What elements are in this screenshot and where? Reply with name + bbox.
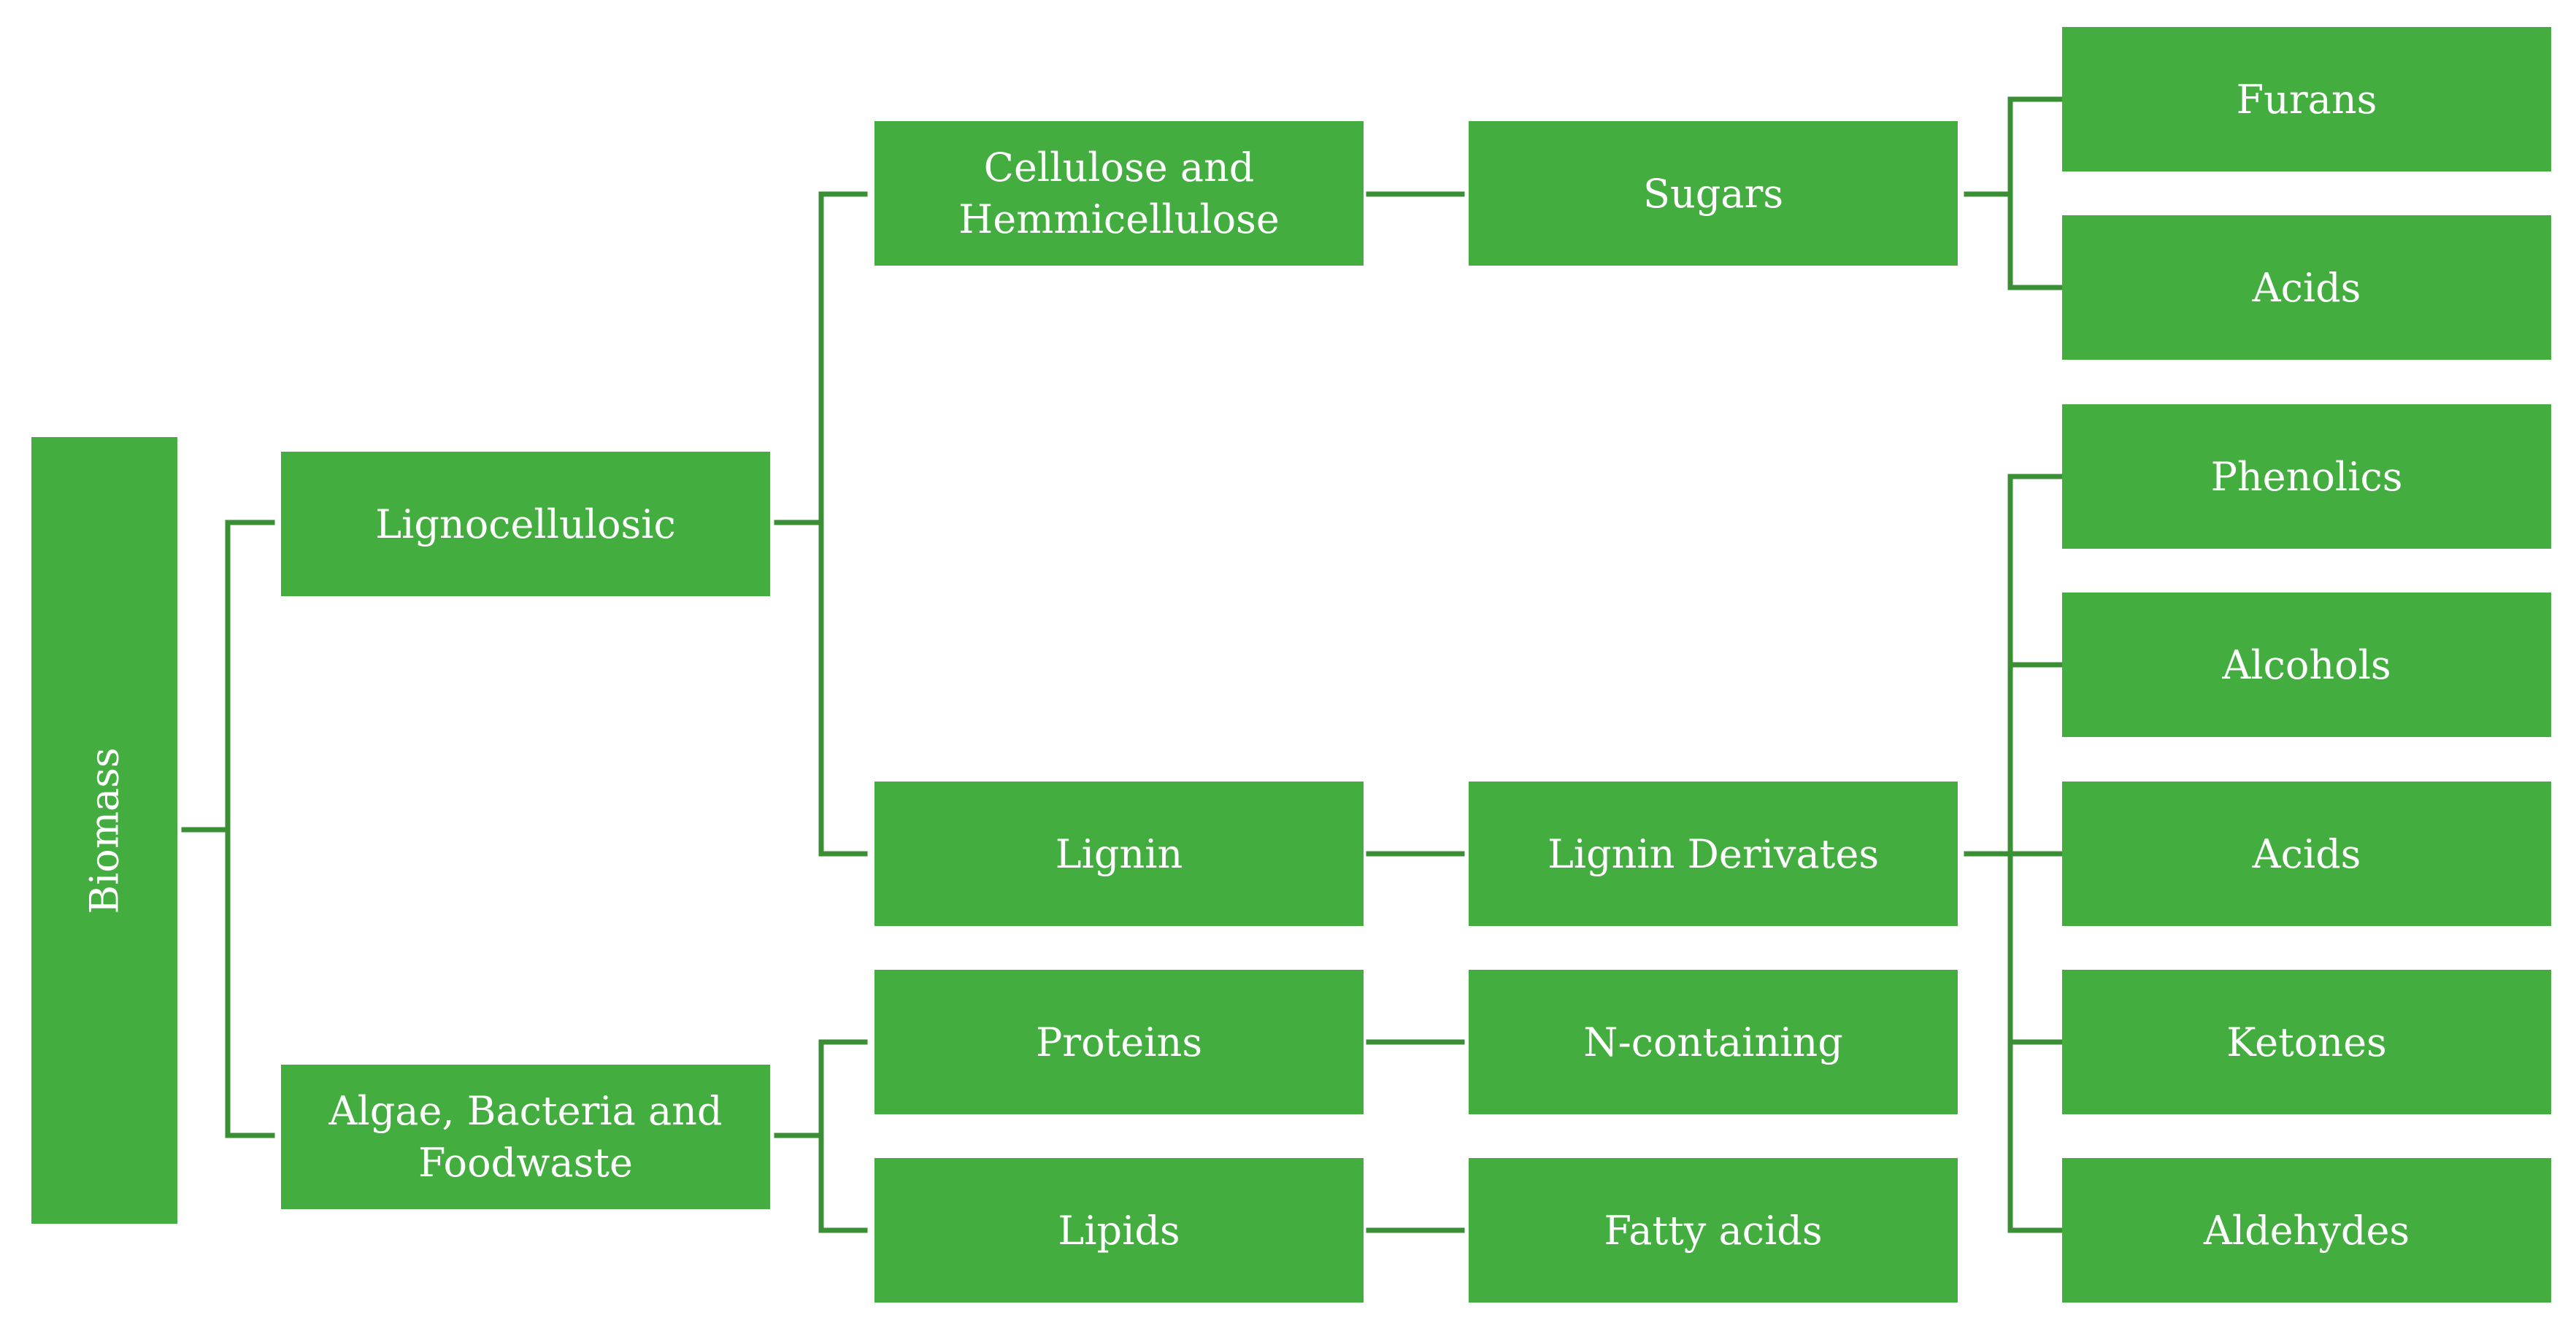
node-furans: Furans bbox=[2062, 27, 2551, 171]
node-sugars-label: Sugars bbox=[1642, 170, 1784, 217]
node-cellulose-hemmicellulose: Cellulose and Hemmicellulose bbox=[874, 121, 1364, 266]
node-phenolics-label: Phenolics bbox=[2210, 453, 2403, 500]
node-alcohols-label: Alcohols bbox=[2222, 641, 2391, 688]
node-n-containing-label: N-containing bbox=[1583, 1019, 1843, 1065]
node-phenolics: Phenolics bbox=[2062, 404, 2551, 549]
node-acids-lignin: Acids bbox=[2062, 782, 2551, 926]
node-cellulose-label: Cellulose and Hemmicellulose bbox=[958, 144, 1280, 242]
node-lignocellulosic-label: Lignocellulosic bbox=[375, 501, 676, 547]
connector-algae bbox=[774, 1039, 868, 1233]
node-lignocellulosic: Lignocellulosic bbox=[281, 452, 770, 596]
node-alcohols: Alcohols bbox=[2062, 593, 2551, 737]
node-furans-label: Furans bbox=[2236, 76, 2377, 123]
node-lignin-derivates: Lignin Derivates bbox=[1469, 782, 1958, 926]
node-n-containing: N-containing bbox=[1469, 970, 1958, 1114]
node-acids-sugars-label: Acids bbox=[2252, 264, 2361, 311]
connector-lignin-derivates-products bbox=[1964, 474, 2063, 1233]
node-acids-sugars: Acids bbox=[2062, 215, 2551, 360]
node-fatty-acids-label: Fatty acids bbox=[1604, 1207, 1823, 1254]
node-lipids: Lipids bbox=[874, 1158, 1364, 1303]
node-aldehydes-label: Aldehydes bbox=[2203, 1207, 2410, 1254]
node-algae-bacteria-foodwaste: Algae, Bacteria and Foodwaste bbox=[281, 1065, 770, 1209]
node-proteins: Proteins bbox=[874, 970, 1364, 1114]
node-acids-lignin-label: Acids bbox=[2252, 830, 2361, 877]
connector-lignocellulosic bbox=[774, 191, 868, 857]
node-ketones: Ketones bbox=[2062, 970, 2551, 1114]
node-biomass: Biomass bbox=[31, 437, 177, 1224]
node-lignin: Lignin bbox=[874, 782, 1364, 926]
node-fatty-acids: Fatty acids bbox=[1469, 1158, 1958, 1303]
node-biomass-label: Biomass bbox=[81, 746, 128, 914]
node-ketones-label: Ketones bbox=[2226, 1019, 2387, 1065]
node-lignin-label: Lignin bbox=[1055, 830, 1183, 877]
node-proteins-label: Proteins bbox=[1035, 1019, 1203, 1065]
node-sugars: Sugars bbox=[1469, 121, 1958, 266]
connector-sugars bbox=[1964, 96, 2063, 290]
node-lipids-label: Lipids bbox=[1058, 1207, 1180, 1254]
node-aldehydes: Aldehydes bbox=[2062, 1158, 2551, 1303]
node-algae-label: Algae, Bacteria and Foodwaste bbox=[328, 1088, 723, 1186]
connector-biomass bbox=[181, 520, 275, 1138]
node-lignin-derivates-label: Lignin Derivates bbox=[1547, 830, 1880, 877]
